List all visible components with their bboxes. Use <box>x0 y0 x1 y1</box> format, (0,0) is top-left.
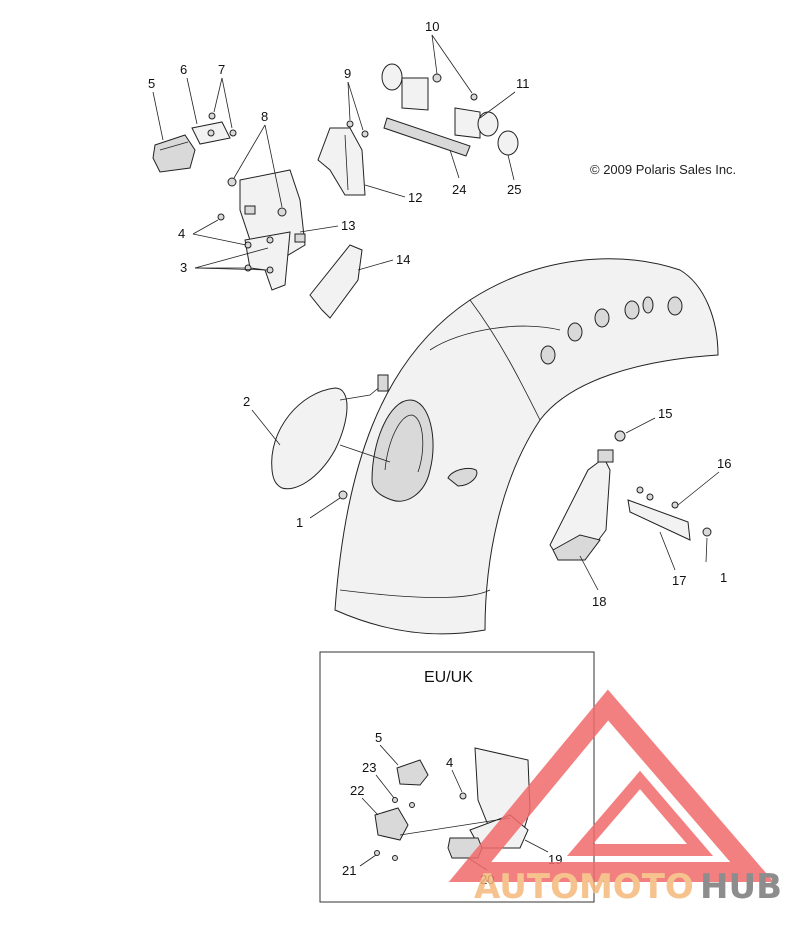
callout-4: 4 <box>178 226 185 241</box>
marker-lamp <box>152 134 196 173</box>
callout-13: 13 <box>341 218 355 233</box>
callout-1-right: 1 <box>720 570 727 585</box>
callout-labels: 5 6 7 8 4 3 9 10 11 12 13 14 24 25 © 200… <box>148 19 736 887</box>
lower-bracket <box>309 244 363 319</box>
watermark-logo: AUTOMOTO HUB <box>448 689 782 907</box>
callout-17: 17 <box>672 573 686 588</box>
callout-14: 14 <box>396 252 410 267</box>
callout-11: 11 <box>516 76 530 91</box>
reflector-assembly <box>381 63 519 157</box>
callout-7: 7 <box>218 62 225 77</box>
side-strap <box>627 499 691 541</box>
mounting-bracket <box>317 127 366 196</box>
callout-16: 16 <box>717 456 731 471</box>
callout-10: 10 <box>425 19 439 34</box>
rear-support-bracket <box>549 449 614 561</box>
callout-12: 12 <box>408 190 422 205</box>
callout-22: 22 <box>350 783 364 798</box>
callout-23: 23 <box>362 760 376 775</box>
rear-fender <box>334 258 719 635</box>
callout-3: 3 <box>180 260 187 275</box>
watermark-text-part1: AUTOMOTO <box>474 867 694 907</box>
callout-1-left: 1 <box>296 515 303 530</box>
callout-24: 24 <box>452 182 466 197</box>
tail-lamp-lens <box>271 374 391 490</box>
leader-lines <box>152 34 720 591</box>
lamp-gasket <box>191 121 231 145</box>
copyright-notice: © 2009 Polaris Sales Inc. <box>590 162 736 177</box>
callout-6: 6 <box>180 62 187 77</box>
inset-title: EU/UK <box>424 669 473 686</box>
callout-9: 9 <box>344 66 351 81</box>
callout-21: 21 <box>342 863 356 878</box>
watermark-triangle-icon <box>448 689 774 882</box>
callout-18: 18 <box>592 594 606 609</box>
callout-25: 25 <box>507 182 521 197</box>
callout-5: 5 <box>148 76 155 91</box>
callout-8: 8 <box>261 109 268 124</box>
callout-2: 2 <box>243 394 250 409</box>
watermark-text-part2: HUB <box>700 867 782 907</box>
callout-4-inset: 4 <box>446 755 453 770</box>
callout-15: 15 <box>658 406 672 421</box>
callout-5-inset: 5 <box>375 730 382 745</box>
